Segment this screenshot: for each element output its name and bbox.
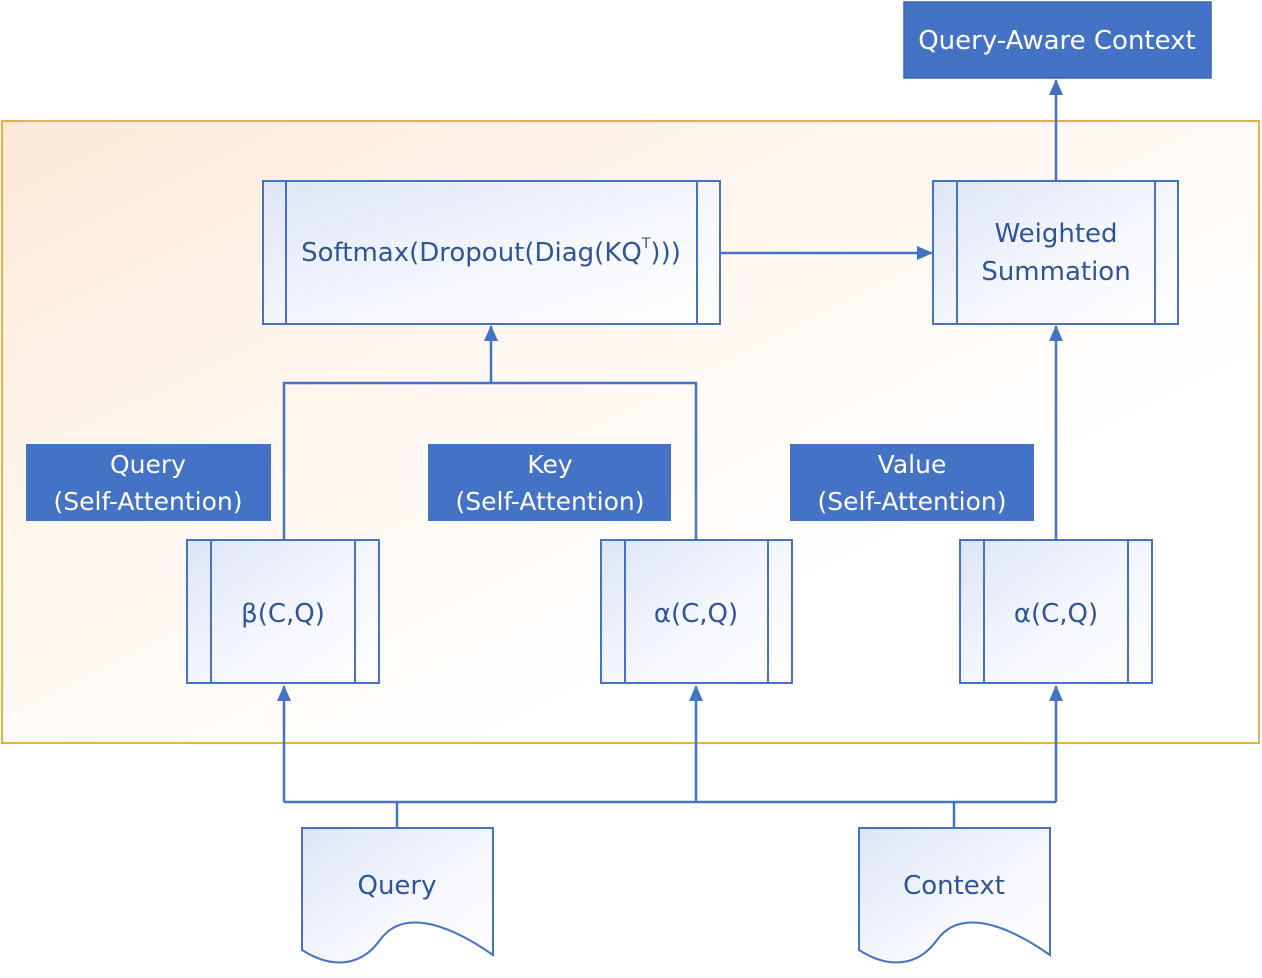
query-self-attention-label: Query (Self-Attention) [26, 444, 271, 521]
key-label-line2: (Self-Attention) [456, 487, 645, 516]
alpha-key-label: α(C,Q) [654, 599, 738, 629]
beta-node: β(C,Q) [186, 539, 380, 684]
value-self-attention-label: Value (Self-Attention) [790, 444, 1034, 521]
key-label-line1: Key [527, 450, 573, 479]
softmax-label: Softmax(Dropout(Diag(KQT))) [301, 236, 681, 268]
alpha-key-node: α(C,Q) [600, 539, 793, 684]
query-input-label: Query [357, 871, 436, 901]
query-aware-context-box: Query-Aware Context [903, 1, 1212, 79]
beta-label: β(C,Q) [241, 599, 325, 629]
key-self-attention-label: Key (Self-Attention) [428, 444, 671, 521]
value-label-line2: (Self-Attention) [818, 487, 1007, 516]
query-aware-context-label: Query-Aware Context [918, 26, 1196, 56]
weighted-summation-line2: Summation [981, 257, 1130, 287]
query-label-line1: Query [110, 450, 186, 479]
connectors [277, 79, 1063, 828]
softmax-box: Softmax(Dropout(Diag(KQT))) [262, 180, 721, 325]
context-input-document: Context [858, 827, 1051, 964]
value-label-line1: Value [878, 450, 947, 479]
alpha-value-node: α(C,Q) [959, 539, 1153, 684]
query-input-document: Query [301, 827, 494, 964]
query-label-line2: (Self-Attention) [54, 487, 243, 516]
alpha-value-label: α(C,Q) [1014, 599, 1098, 629]
weighted-summation-box: Weighted Summation [932, 180, 1179, 325]
weighted-summation-line1: Weighted [994, 219, 1117, 249]
context-input-label: Context [903, 871, 1005, 901]
